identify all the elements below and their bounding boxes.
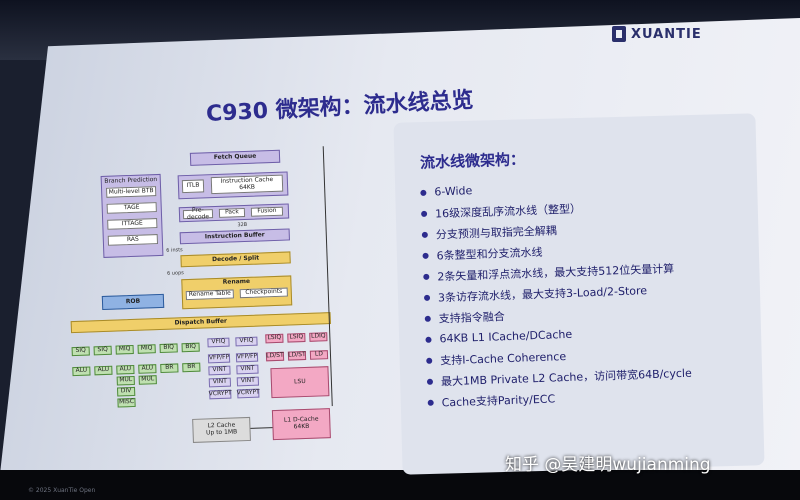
six-insts-label: 6 insts	[166, 247, 183, 254]
bullet-dot-icon	[423, 294, 431, 301]
ldst-2: LD/ST	[287, 350, 307, 361]
bullet-dot-icon	[420, 210, 428, 217]
ld-unit: LD	[309, 350, 329, 360]
checkpoints-box: Checkpoints	[239, 287, 288, 299]
pack-box: Pack	[218, 207, 246, 218]
six-uops-label: 6 uops	[166, 270, 184, 277]
vcrypt-2: VCRYPT	[236, 388, 260, 399]
tage-box: TAGE	[106, 202, 157, 214]
slide-footer-note: © 2025 XuanTie Open	[28, 487, 96, 494]
xuantie-logo: XUANTIE	[612, 26, 702, 42]
rename-label: Rename	[222, 277, 251, 286]
vint-1: VINT	[208, 365, 231, 376]
ras-box: RAS	[107, 234, 159, 246]
bullet-text: Cache支持Parity/ECC	[441, 391, 556, 409]
br-1: BR	[160, 363, 179, 374]
alu-3: ALU	[116, 364, 135, 375]
alu-2: ALU	[94, 365, 113, 376]
mul-2: MUL	[138, 375, 157, 385]
l1d-size: 64KB	[293, 422, 310, 431]
vint-4: VINT	[236, 376, 260, 387]
bullet-dot-icon	[421, 231, 428, 238]
logo-text: XUANTIE	[631, 26, 702, 42]
l2-size: Up to 1MB	[205, 428, 238, 437]
alu-4: ALU	[138, 364, 157, 374]
bullet-text: 分支预测与取指完全解耦	[435, 223, 557, 241]
bullet-text: 6-Wide	[434, 184, 473, 199]
vfiq-1: VFIQ	[207, 337, 230, 348]
ldst-1: LD/ST	[265, 351, 285, 362]
bullet-dot-icon	[426, 378, 434, 385]
vfpfp-2: VFP/FP	[235, 352, 259, 363]
predecode-box: Pre-decode	[182, 206, 214, 221]
feature-list: 6-Wide 16级深度乱序流水线（整型） 分支预测与取指完全解耦 6条整型和分…	[420, 170, 758, 412]
rob-box: ROB	[101, 293, 165, 311]
bullet-text: 64KB L1 ICache/DCache	[439, 327, 573, 346]
miq-2: MIQ	[137, 344, 156, 354]
btb-box: Multi-level BTB	[106, 186, 157, 198]
vint-2: VINT	[236, 364, 259, 375]
panel-title: 流水线微架构：	[419, 150, 526, 172]
bullet-dot-icon	[423, 273, 430, 280]
alu-1: ALU	[72, 366, 91, 377]
dispatch-buffer: Dispatch Buffer	[70, 312, 331, 334]
icache-size: 64KB	[239, 183, 256, 191]
misc-unit: MISC	[117, 397, 136, 408]
bullet-text: 支持I-Cache Coherence	[440, 349, 567, 367]
instruction-buffer: Instruction Buffer	[179, 228, 290, 245]
pipeline-diagram: Branch Prediction Multi-level BTB TAGE I…	[55, 145, 380, 456]
lsiq-2: LSIQ	[287, 332, 306, 343]
bullet-dot-icon	[427, 399, 434, 406]
vfiq-2: VFIQ	[235, 336, 258, 347]
lsu-block: LSU	[270, 366, 330, 399]
bullet-dot-icon	[425, 336, 432, 343]
bullet-dot-icon	[426, 357, 433, 364]
ittage-box: ITTAGE	[107, 218, 158, 230]
vfpfp-1: VFP/FP	[207, 353, 231, 364]
div-unit: DIV	[116, 386, 136, 397]
bullet-text: 16级深度乱序流水线（整型）	[434, 201, 582, 220]
itlb-box: ITLB	[181, 179, 205, 194]
bullet-text: 支持指令融合	[438, 309, 505, 325]
miq-1: MIQ	[115, 344, 134, 355]
room-background-bottom	[0, 470, 800, 500]
l2-l1-link	[250, 427, 273, 429]
bullet-text: 6条整型和分支流水线	[436, 245, 543, 262]
branch-prediction-label: Branch Prediction	[104, 176, 158, 185]
br-2: BR	[182, 362, 201, 373]
vint-3: VINT	[208, 377, 232, 388]
decode-split: Decode / Split	[180, 251, 291, 268]
watermark: 知乎 @吴建明wujianming	[505, 455, 711, 475]
biq-2: BIQ	[181, 342, 200, 353]
fetch-queue: Fetch Queue	[189, 149, 281, 166]
biq-1: BIQ	[159, 343, 178, 354]
width-32b-label: 32B	[237, 221, 248, 229]
bullet-dot-icon	[422, 252, 429, 259]
bullet-dot-icon	[424, 315, 431, 322]
siq-2: SIQ	[93, 345, 112, 356]
lsiq-1: LSIQ	[265, 333, 284, 344]
vcrypt-1: VCRYPT	[208, 389, 232, 400]
xuantie-logo-icon	[612, 26, 626, 42]
siq-1: SIQ	[71, 346, 90, 357]
rename-table-box: Rename Table	[185, 289, 234, 301]
fusion-box: Fusion	[250, 206, 284, 217]
mul-1: MUL	[116, 375, 135, 386]
ldiq: LDIQ	[309, 332, 328, 342]
bullet-dot-icon	[420, 189, 427, 196]
